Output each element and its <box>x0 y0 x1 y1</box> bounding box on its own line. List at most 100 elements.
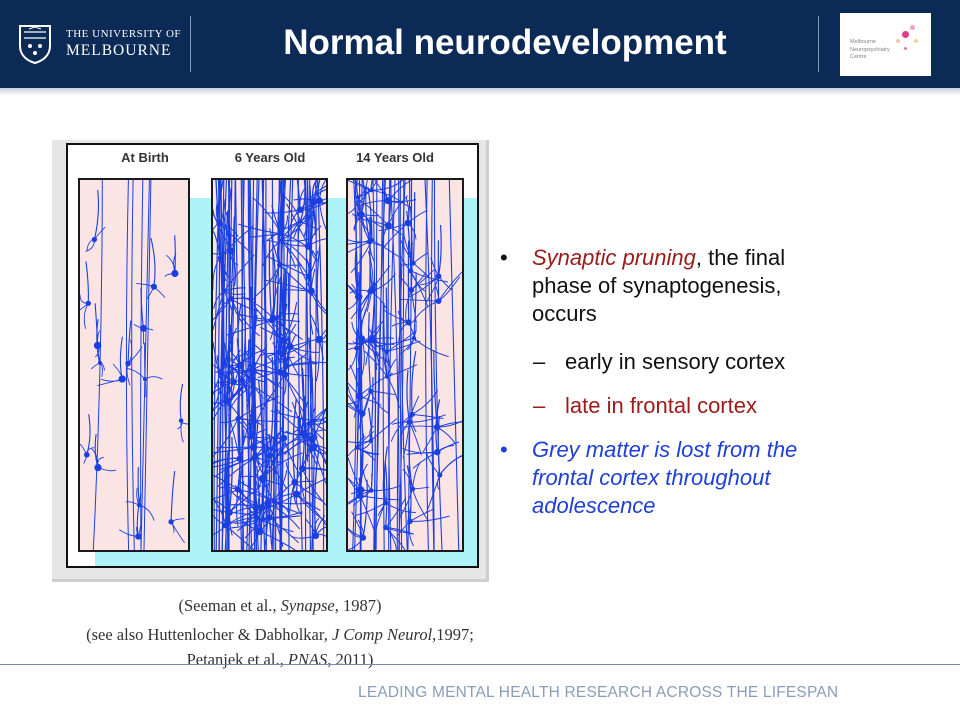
neuron-fiber <box>290 338 318 348</box>
university-name-line1: THE UNIVERSITY OF <box>66 28 182 40</box>
neuron-fiber <box>146 286 155 300</box>
neuron-fiber <box>245 360 281 373</box>
neuron-fiber <box>399 180 408 550</box>
neuron-fiber <box>248 531 261 550</box>
neuron-fiber <box>269 511 303 518</box>
neuron-fiber <box>436 426 457 445</box>
neuron-fiber <box>302 408 326 435</box>
neuron-fiber <box>318 200 326 230</box>
neuron-fiber <box>358 478 362 496</box>
neuron-fiber <box>406 369 410 422</box>
neuron-fiber <box>358 372 393 397</box>
neuron-fiber <box>237 451 243 490</box>
neuron-fiber <box>348 239 370 243</box>
citation-line-1: (Seeman et al., Synapse, 1987) <box>20 596 540 616</box>
neuron-fiber <box>227 414 241 459</box>
neuron-fiber <box>308 238 326 247</box>
bullet-1-line-1: , the final <box>695 245 786 270</box>
neuron-fiber <box>222 338 226 365</box>
neuron-fiber <box>348 402 363 414</box>
neuron-fiber <box>268 517 273 550</box>
neuron-fiber <box>399 262 414 266</box>
neuron-fiber <box>357 200 389 207</box>
neuron-fiber <box>215 370 254 373</box>
neuron-fiber <box>355 338 361 397</box>
neuron-fiber <box>405 289 412 323</box>
neuron-fiber <box>259 530 296 550</box>
neuron-fiber <box>285 288 312 292</box>
neuron-fiber <box>225 516 257 526</box>
neuron-fiber <box>166 254 176 274</box>
neuron-fiber <box>371 239 399 257</box>
neuron-fiber <box>223 254 255 292</box>
neuron-fiber <box>218 364 241 371</box>
neuron-fiber <box>272 437 276 502</box>
neuron-fiber <box>133 323 144 329</box>
neuron-fiber <box>413 337 449 358</box>
neuron-fiber <box>80 443 88 455</box>
neuron-fiber <box>348 197 359 214</box>
neuron-fiber <box>252 197 282 235</box>
neuron-fiber <box>409 515 450 522</box>
neuron-fiber <box>289 482 296 514</box>
neuron-fiber <box>282 342 308 356</box>
neuron-fiber <box>348 348 358 371</box>
neuron-fiber <box>234 516 270 524</box>
neuron-fiber <box>350 239 373 274</box>
bullet-grey-matter: • Grey matter is lost from the frontal c… <box>500 436 940 520</box>
neuron-fiber <box>219 223 252 254</box>
neuron-fiber <box>448 180 460 550</box>
neuron-fiber <box>437 475 441 490</box>
neuron-fiber <box>236 489 239 527</box>
neuron-fiber <box>268 433 273 518</box>
neuron-fiber <box>170 521 185 544</box>
neuron-fiber <box>280 215 289 235</box>
neuron-fiber <box>301 430 316 469</box>
neuron-fiber <box>262 452 303 480</box>
neuron-fiber <box>359 395 382 406</box>
neuron-fiber <box>411 350 417 415</box>
neuron-fiber <box>390 414 413 442</box>
neuron-fiber <box>86 447 95 455</box>
neuron-fiber <box>351 213 373 241</box>
neuron-fiber <box>164 273 175 277</box>
neuron-fiber <box>310 268 316 292</box>
neuron-fiber <box>237 418 240 442</box>
neuron-fiber <box>217 456 256 488</box>
neuron-fiber <box>388 225 403 235</box>
neuron-fiber <box>359 199 389 226</box>
neuron-fiber <box>281 437 285 469</box>
neuron-fiber <box>213 290 225 309</box>
neuron-fiber <box>364 350 388 377</box>
neuron-fiber <box>268 240 273 321</box>
neuron-fiber <box>318 339 324 360</box>
neuron-fiber <box>279 277 282 373</box>
neuron-fiber <box>410 242 413 271</box>
neuron-fiber <box>368 312 372 392</box>
neuropsychiatry-centre-logo: Melbourne Neuropsychiatry Centre <box>840 13 931 76</box>
citation-3-journal: PNAS <box>287 650 328 669</box>
neuron-fiber <box>363 469 372 491</box>
neuron-fiber <box>85 261 89 304</box>
neuron-fiber <box>391 421 410 425</box>
neuron-fiber <box>216 446 254 449</box>
neuron-fiber <box>299 187 306 210</box>
neuron-fiber <box>277 180 282 266</box>
neuron-fiber <box>358 180 362 550</box>
sub-bullet-marker: – <box>533 349 546 374</box>
neuron-fiber <box>261 352 283 356</box>
neuron-fiber <box>400 256 412 272</box>
neuron-fiber <box>153 286 166 298</box>
neuron-fiber <box>213 212 232 252</box>
neuron-fiber <box>213 364 235 383</box>
neuron-fiber <box>170 471 176 522</box>
neuron-fiber <box>213 489 239 500</box>
neuron-fiber <box>365 216 373 241</box>
neuron-fiber <box>409 508 434 522</box>
neuron-fiber <box>253 264 281 299</box>
neuron-fiber <box>430 180 435 550</box>
neuron-fiber <box>144 376 163 380</box>
logo-dot-icon <box>904 47 907 50</box>
neuron-fiber <box>398 298 439 302</box>
neuron-fiber <box>433 180 443 550</box>
